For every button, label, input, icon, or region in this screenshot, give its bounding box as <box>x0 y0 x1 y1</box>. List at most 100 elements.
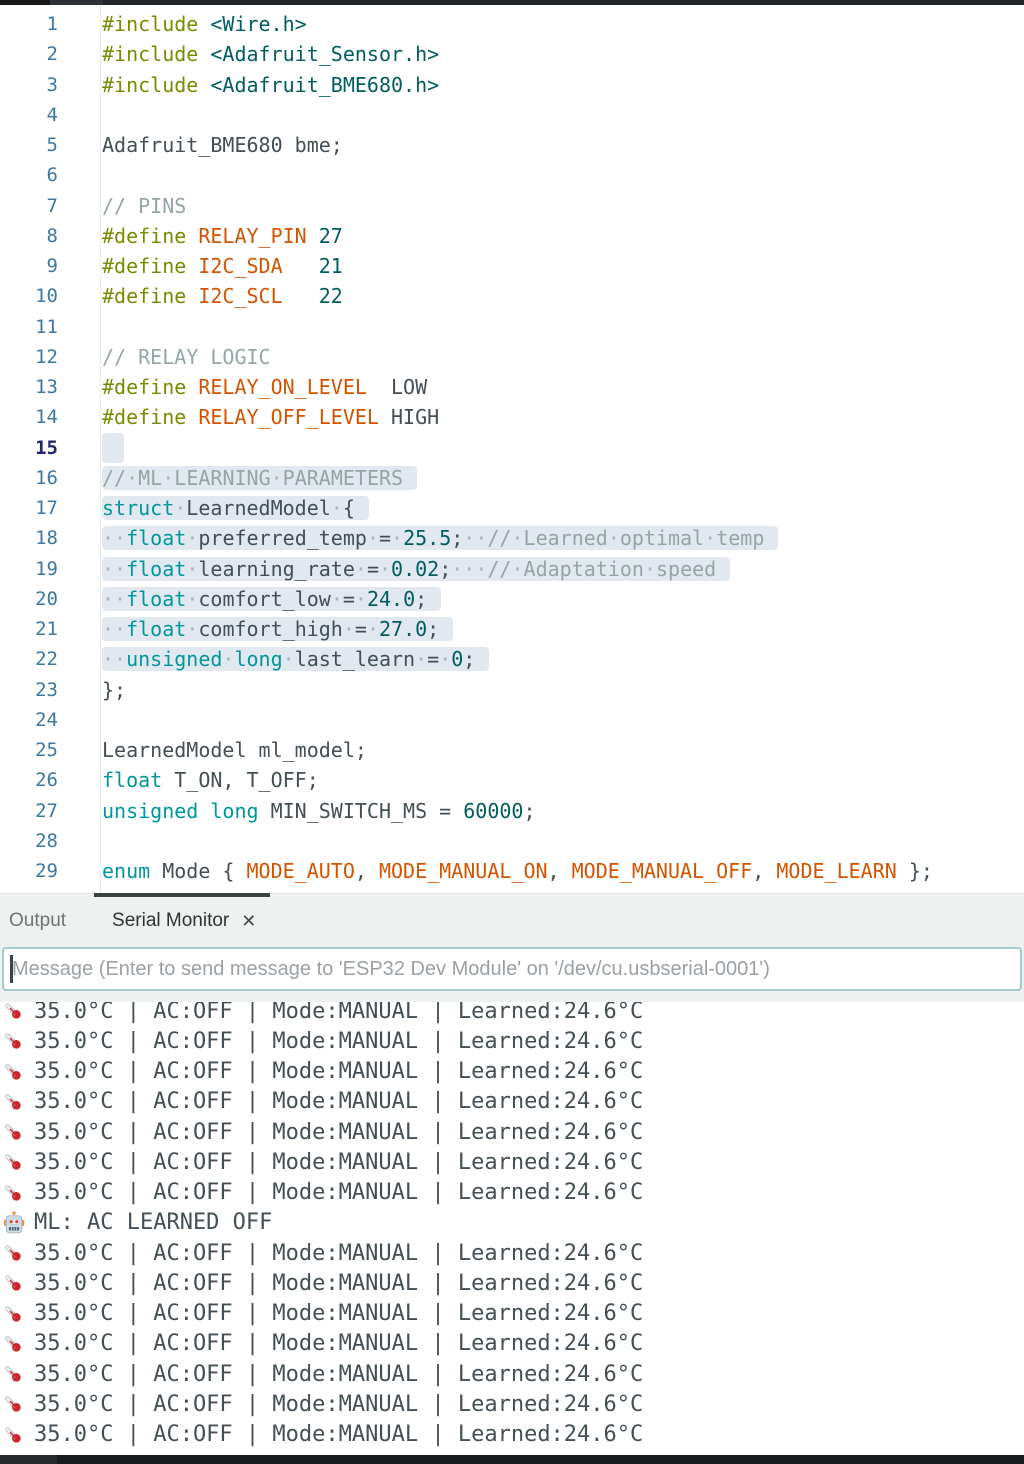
code-line[interactable]: 27 unsigned long MIN_SWITCH_MS = 60000; <box>0 796 1024 826</box>
line-number: 25 <box>35 739 58 761</box>
thermometer-icon <box>2 1270 26 1296</box>
output-line: 35.0°C | AC:OFF | Mode:MANUAL | Learned:… <box>0 1329 1024 1359</box>
code-line[interactable]: 3 #include <Adafruit_BME680.h> <box>0 70 1024 100</box>
line-number: 24 <box>35 708 58 731</box>
line-number: 8 <box>46 224 58 247</box>
line-number: 4 <box>46 103 58 126</box>
robot-icon <box>2 1210 26 1236</box>
output-line: 35.0°C | AC:OFF | Mode:MANUAL | Learned:… <box>0 1117 1024 1147</box>
code-line[interactable]: 16//·ML·LEARNING·PARAMETERS <box>0 463 1024 493</box>
output-line-text: 35.0°C | AC:OFF | Mode:MANUAL | Learned:… <box>34 1002 644 1024</box>
code-line[interactable]: 21··float·comfort_high·=·27.0; <box>0 614 1024 644</box>
code-line[interactable]: 14#define RELAY_OFF_LEVEL HIGH <box>0 402 1024 432</box>
code-line[interactable]: 26 float T_ON, T_OFF; <box>0 765 1024 795</box>
line-number: 13 <box>35 376 58 398</box>
thermometer-icon <box>2 1361 26 1387</box>
code-line-content: #define RELAY_ON_LEVEL LOW <box>102 375 428 399</box>
output-line: 35.0°C | AC:OFF | Mode:MANUAL | Learned:… <box>0 1389 1024 1419</box>
output-line: 35.0°C | AC:OFF | Mode:MANUAL | Learned:… <box>0 1420 1024 1450</box>
output-line: 35.0°C | AC:OFF | Mode:MANUAL | Learned:… <box>0 1178 1024 1208</box>
line-number: 17 <box>35 497 58 519</box>
close-icon[interactable]: ✕ <box>241 910 257 931</box>
code-line-content: #include <Wire.h> <box>102 12 307 36</box>
code-line-content: ··float·comfort_low·=·24.0; <box>100 584 442 614</box>
code-line[interactable]: 9#define I2C_SDA 21 <box>0 251 1024 281</box>
code-line[interactable]: 13 #define RELAY_ON_LEVEL LOW <box>0 372 1024 402</box>
code-editor[interactable]: 1#include <Wire.h> 2 #include <Adafruit_Se… <box>0 5 1024 893</box>
output-line: 35.0°C | AC:OFF | Mode:MANUAL | Learned:… <box>0 1299 1024 1329</box>
code-line[interactable]: 6 <box>0 160 1024 190</box>
output-line-text: 35.0°C | AC:OFF | Mode:MANUAL | Learned:… <box>34 1361 644 1387</box>
top-edge-segment <box>0 0 50 5</box>
code-line[interactable]: 20··float·comfort_low·=·24.0; <box>0 584 1024 614</box>
line-number: 29 <box>35 860 58 882</box>
thermometer-icon <box>2 1059 26 1085</box>
line-number: 27 <box>35 799 58 822</box>
tab-serial-monitor[interactable]: Serial Monitor ✕ <box>94 893 271 947</box>
code-line-content: // PINS <box>102 193 187 218</box>
code-line[interactable]: 24 <box>0 705 1024 735</box>
code-line[interactable]: 22 ··unsigned·long·last_learn·=·0; <box>0 644 1024 674</box>
line-number: 21 <box>35 618 58 640</box>
code-line-content: ··float·learning_rate·=·0.02;···//·Adapt… <box>100 554 731 584</box>
line-number: 2 <box>46 43 58 66</box>
code-line-content: ··unsigned·long·last_learn·=·0; <box>100 644 490 674</box>
output-line-text: 35.0°C | AC:OFF | Mode:MANUAL | Learned:… <box>34 1270 644 1296</box>
output-line-text: 35.0°C | AC:OFF | Mode:MANUAL | Learned:… <box>34 1119 644 1145</box>
code-line[interactable]: 11 <box>0 312 1024 342</box>
selection-highlight: ··unsigned·long·last_learn·=·0; <box>102 647 490 672</box>
code-line-content: ··float·preferred_temp·=·25.5;··//·Learn… <box>100 523 779 553</box>
code-line-content: #include <Adafruit_BME680.h> <box>102 72 440 97</box>
code-line-content: struct·LearnedModel·{ <box>100 493 369 523</box>
code-line-content: unsigned long MIN_SWITCH_MS = 60000; <box>102 798 536 823</box>
window-top-edge <box>0 0 1024 5</box>
thermometer-icon <box>2 1331 26 1357</box>
line-number: 3 <box>46 73 58 96</box>
line-number: 9 <box>46 255 58 277</box>
line-number: 26 <box>35 769 58 792</box>
bottom-edge-segment <box>0 1455 57 1464</box>
thermometer-icon <box>2 1180 26 1206</box>
thermometer-icon <box>2 1002 26 1024</box>
code-line[interactable]: 17 struct·LearnedModel·{ <box>0 493 1024 523</box>
output-line: 35.0°C | AC:OFF | Mode:MANUAL | Learned:… <box>0 1057 1024 1087</box>
selection-highlight: ··float·comfort_low·=·24.0; <box>102 586 442 611</box>
code-line[interactable]: 23}; <box>0 675 1024 705</box>
window-bottom-edge <box>0 1455 1024 1464</box>
code-line[interactable]: 28 <box>0 826 1024 856</box>
output-line: 35.0°C | AC:OFF | Mode:MANUAL | Learned:… <box>0 1268 1024 1298</box>
code-line[interactable]: 4 <box>0 100 1024 130</box>
code-line[interactable]: 12// RELAY LOGIC <box>0 342 1024 372</box>
output-line-text: ML: AC LEARNED OFF <box>34 1210 273 1236</box>
serial-message-input[interactable] <box>2 947 1022 991</box>
line-number: 11 <box>35 315 58 338</box>
output-line-text: 35.0°C | AC:OFF | Mode:MANUAL | Learned:… <box>34 1422 644 1448</box>
code-line[interactable]: 15 <box>0 432 1024 463</box>
code-line-content: float T_ON, T_OFF; <box>102 768 319 793</box>
code-line[interactable]: 2 #include <Adafruit_Sensor.h> <box>0 39 1024 69</box>
code-line[interactable]: 1#include <Wire.h> <box>0 9 1024 39</box>
code-line[interactable]: 18 ··float·preferred_temp·=·25.5;··//·Lea… <box>0 523 1024 553</box>
output-line: 35.0°C | AC:OFF | Mode:MANUAL | Learned:… <box>0 1026 1024 1056</box>
code-line[interactable]: 7 // PINS <box>0 191 1024 221</box>
code-line-content: #include <Adafruit_Sensor.h> <box>102 42 440 67</box>
code-line-content: #define RELAY_PIN 27 <box>102 223 343 248</box>
output-line: 35.0°C | AC:OFF | Mode:MANUAL | Learned:… <box>0 1359 1024 1389</box>
code-line[interactable]: 19··float·learning_rate·=·0.02;···//·Ada… <box>0 554 1024 584</box>
line-number: 18 <box>35 527 58 550</box>
line-number: 7 <box>46 194 58 217</box>
line-number: 22 <box>35 648 58 671</box>
tab-output[interactable]: Output <box>0 894 80 947</box>
output-line-text: 35.0°C | AC:OFF | Mode:MANUAL | Learned:… <box>34 1059 644 1085</box>
line-number: 5 <box>46 134 58 156</box>
code-line[interactable]: 8 #define RELAY_PIN 27 <box>0 221 1024 251</box>
serial-output-log[interactable]: 35.0°C | AC:OFF | Mode:MANUAL | Learned:… <box>0 1002 1024 1455</box>
code-line[interactable]: 10#define I2C_SCL 22 <box>0 281 1024 311</box>
output-line-text: 35.0°C | AC:OFF | Mode:MANUAL | Learned:… <box>34 1331 644 1357</box>
text-caret <box>10 955 13 983</box>
output-line-text: 35.0°C | AC:OFF | Mode:MANUAL | Learned:… <box>34 1391 644 1417</box>
